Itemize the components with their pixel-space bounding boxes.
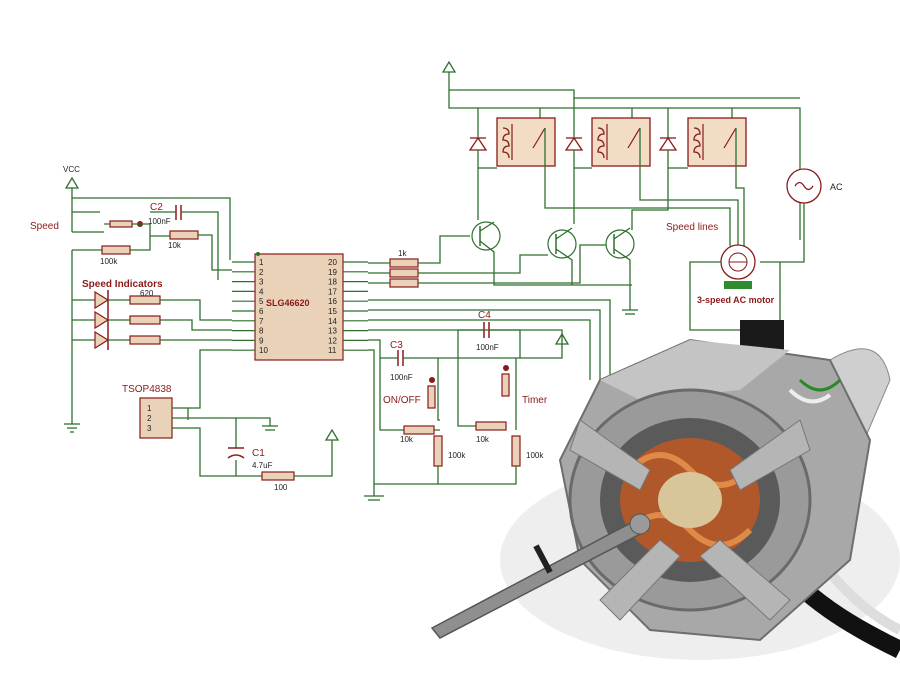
ic-pin-number-left: 2 bbox=[259, 268, 264, 277]
onoff-switch: ON/OFF 10k 100k bbox=[374, 358, 466, 485]
svg-text:10k: 10k bbox=[168, 241, 182, 250]
svg-text:3: 3 bbox=[147, 424, 152, 433]
motor-label: 3-speed AC motor bbox=[697, 295, 775, 305]
ic-pin-number-left: 6 bbox=[259, 307, 264, 316]
ic-pin-number-right: 16 bbox=[328, 297, 337, 306]
capacitor-c3: C3 100nF bbox=[380, 332, 570, 382]
speed-label: Speed bbox=[30, 221, 59, 232]
relay-2 bbox=[564, 117, 651, 167]
ic-pin-number-right: 13 bbox=[328, 327, 337, 336]
svg-text:100k: 100k bbox=[448, 451, 466, 460]
ic-pin-number-right: 19 bbox=[328, 268, 337, 277]
ic-label: SLG46620 bbox=[266, 298, 310, 308]
vcc-label: VCC bbox=[63, 165, 80, 174]
svg-text:4.7uF: 4.7uF bbox=[252, 461, 273, 470]
speed-line-wires bbox=[544, 128, 745, 246]
svg-text:100nF: 100nF bbox=[148, 217, 171, 226]
ic-pin-number-left: 3 bbox=[259, 278, 264, 287]
capacitor-c2: C2 100nF bbox=[148, 202, 219, 280]
speed-indicator-leds bbox=[71, 250, 232, 420]
resistor-100: 100 bbox=[261, 428, 340, 492]
svg-text:10k: 10k bbox=[400, 435, 414, 444]
svg-text:1: 1 bbox=[147, 404, 152, 413]
speed-indicators-label: Speed Indicators bbox=[82, 279, 163, 290]
svg-text:1k: 1k bbox=[398, 249, 407, 258]
svg-text:ON/OFF: ON/OFF bbox=[383, 395, 421, 406]
ic-pin-number-left: 5 bbox=[259, 297, 264, 306]
tsop-receiver: TSOP4838 1 2 3 bbox=[122, 349, 278, 477]
ic-pin-number-left: 4 bbox=[259, 287, 264, 296]
svg-text:C4: C4 bbox=[478, 310, 491, 321]
ic-pin-number-left: 7 bbox=[259, 317, 264, 326]
ic-pin-number-right: 15 bbox=[328, 307, 337, 316]
ic-slg46620: SLG46620 bbox=[254, 252, 344, 361]
ac-motor-photo bbox=[430, 320, 900, 660]
speed-lines-label: Speed lines bbox=[666, 222, 718, 233]
ic-pin-number-left: 10 bbox=[259, 346, 268, 355]
svg-text:C3: C3 bbox=[390, 340, 403, 351]
ic-pin-number-left: 9 bbox=[259, 336, 264, 345]
svg-text:100nF: 100nF bbox=[390, 373, 413, 382]
ic-pin-number-right: 18 bbox=[328, 278, 337, 287]
svg-text:100: 100 bbox=[274, 483, 288, 492]
svg-text:TSOP4838: TSOP4838 bbox=[122, 384, 172, 395]
resistor-10k-top: 10k bbox=[150, 230, 232, 271]
ac-source: AC bbox=[760, 168, 843, 263]
svg-text:100k: 100k bbox=[100, 257, 118, 266]
resistor-100k-left: 100k bbox=[72, 236, 151, 266]
ic-pin-number-right: 14 bbox=[328, 317, 337, 326]
svg-text:100nF: 100nF bbox=[476, 343, 499, 352]
ic-pin-number-left: 8 bbox=[259, 327, 264, 336]
ic-pin-number-right: 12 bbox=[328, 336, 337, 345]
relay-3 bbox=[658, 117, 747, 167]
ic-pin-number-right: 17 bbox=[328, 287, 337, 296]
ic-pin-number-left: 1 bbox=[259, 258, 264, 267]
motor-symbol: 3-speed AC motor bbox=[689, 244, 781, 331]
capacitor-c4: C4 100nF bbox=[458, 310, 521, 358]
speed-push-button bbox=[72, 220, 151, 236]
timer-switch: Timer 10k 100k bbox=[438, 330, 548, 485]
resistor-1k-bank: 1k bbox=[368, 235, 606, 288]
svg-text:2: 2 bbox=[147, 414, 152, 423]
svg-text:100k: 100k bbox=[526, 451, 544, 460]
capacitor-c1: C1 4.7uF bbox=[227, 418, 273, 476]
r620-label: 620 bbox=[140, 289, 154, 298]
svg-text:Timer: Timer bbox=[522, 395, 548, 406]
svg-text:10k: 10k bbox=[476, 435, 490, 444]
relay-driver-transistors bbox=[471, 150, 688, 315]
ic-pin-number-right: 11 bbox=[328, 346, 337, 355]
ground-left bbox=[64, 420, 80, 433]
relay-1 bbox=[468, 117, 556, 167]
svg-text:AC: AC bbox=[830, 182, 843, 192]
svg-text:C1: C1 bbox=[252, 448, 265, 459]
vcc-rail: VCC bbox=[63, 165, 231, 260]
svg-text:C2: C2 bbox=[150, 202, 163, 213]
ic-pin-number-right: 20 bbox=[328, 258, 337, 267]
